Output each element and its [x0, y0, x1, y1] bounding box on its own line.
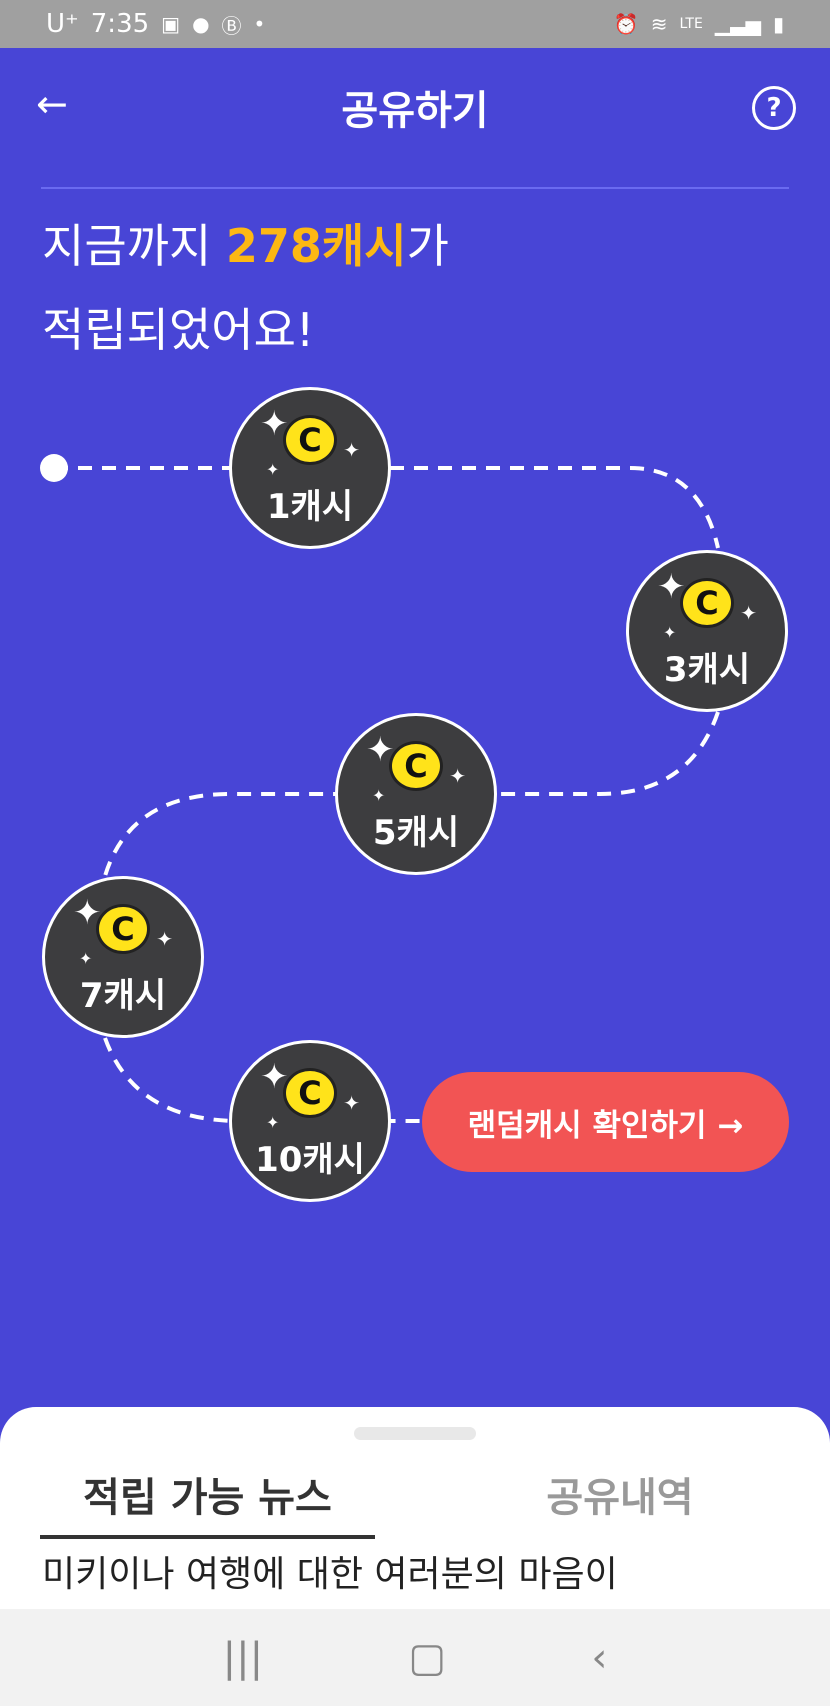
- home-icon[interactable]: ▢: [408, 1634, 447, 1681]
- help-button[interactable]: ?: [752, 86, 796, 130]
- wifi-icon: ≋: [650, 12, 668, 36]
- back-arrow-icon[interactable]: ←: [36, 82, 68, 126]
- signal-icon: ▁▃▅: [714, 12, 761, 36]
- cash-amount: 278캐시: [225, 219, 407, 273]
- status-bar: U⁺ 7:35 ▣ ● Ⓑ • ⏰ ≋ LTE ▁▃▅ ▮: [0, 0, 830, 48]
- system-nav-bar: ||| ▢ ‹: [0, 1609, 830, 1706]
- coin-icon: C: [680, 577, 734, 628]
- sparkle-icon: ✦: [266, 1113, 280, 1132]
- bottom-sheet: 적립 가능 뉴스 공유내역 미키이나 여행에 대한 여러분의 마음이: [0, 1407, 830, 1609]
- header: ← 공유하기 ?: [0, 48, 830, 164]
- carrier: U⁺: [46, 9, 79, 39]
- battery-icon: ▮: [772, 12, 784, 36]
- coin-icon: C: [96, 903, 150, 954]
- milestone-label: 5캐시: [372, 812, 460, 853]
- active-tab-indicator: [40, 1535, 375, 1539]
- tab-available-news[interactable]: 적립 가능 뉴스: [83, 1475, 332, 1521]
- gallery-icon: ▣: [161, 12, 181, 36]
- coin-icon: C: [283, 414, 337, 465]
- headline-prefix: 지금까지: [42, 219, 226, 273]
- sparkle-icon: ✦: [156, 927, 173, 951]
- sparkle-icon: ✦: [663, 623, 677, 642]
- total-cash-headline: 지금까지 278캐시가 적립되었어요!: [42, 204, 449, 372]
- drag-handle[interactable]: [354, 1427, 476, 1440]
- milestone-label: 1캐시: [266, 486, 354, 527]
- coin-icon: C: [283, 1067, 337, 1118]
- sparkle-icon: ✦: [372, 786, 386, 805]
- progress-path: [40, 454, 720, 1123]
- sparkle-icon: ✦: [266, 460, 280, 479]
- b-app-icon: Ⓑ: [221, 13, 242, 38]
- coin-icon: C: [389, 740, 443, 791]
- start-dot: [40, 454, 68, 482]
- news-preview[interactable]: 미키이나 여행에 대한 여러분의 마음이: [42, 1554, 618, 1595]
- divider: [41, 187, 789, 189]
- network-type: LTE: [679, 16, 703, 32]
- milestone-label: 10캐시: [255, 1139, 365, 1180]
- sparkle-icon: ✦: [449, 764, 466, 788]
- milestone-label: 7캐시: [79, 975, 167, 1016]
- page-title: 공유하기: [341, 88, 489, 134]
- time: 7:35: [90, 9, 150, 39]
- sparkle-icon: ✦: [79, 949, 93, 968]
- sparkle-icon: ✦: [343, 438, 360, 462]
- back-icon[interactable]: ‹: [591, 1634, 608, 1681]
- recent-apps-icon[interactable]: |||: [222, 1634, 264, 1681]
- sparkle-icon: ✦: [740, 601, 757, 625]
- tab-share-history[interactable]: 공유내역: [546, 1475, 694, 1521]
- talk-icon: ●: [192, 12, 210, 36]
- alarm-icon: ⏰: [613, 12, 639, 36]
- headline-line2: 적립되었어요!: [42, 303, 315, 357]
- random-cash-button[interactable]: 랜덤캐시 확인하기 →: [422, 1072, 789, 1172]
- milestone-label: 3캐시: [663, 649, 751, 690]
- sparkle-icon: ✦: [343, 1091, 360, 1115]
- headline-suffix: 가: [406, 219, 449, 273]
- dot-icon: •: [253, 12, 266, 36]
